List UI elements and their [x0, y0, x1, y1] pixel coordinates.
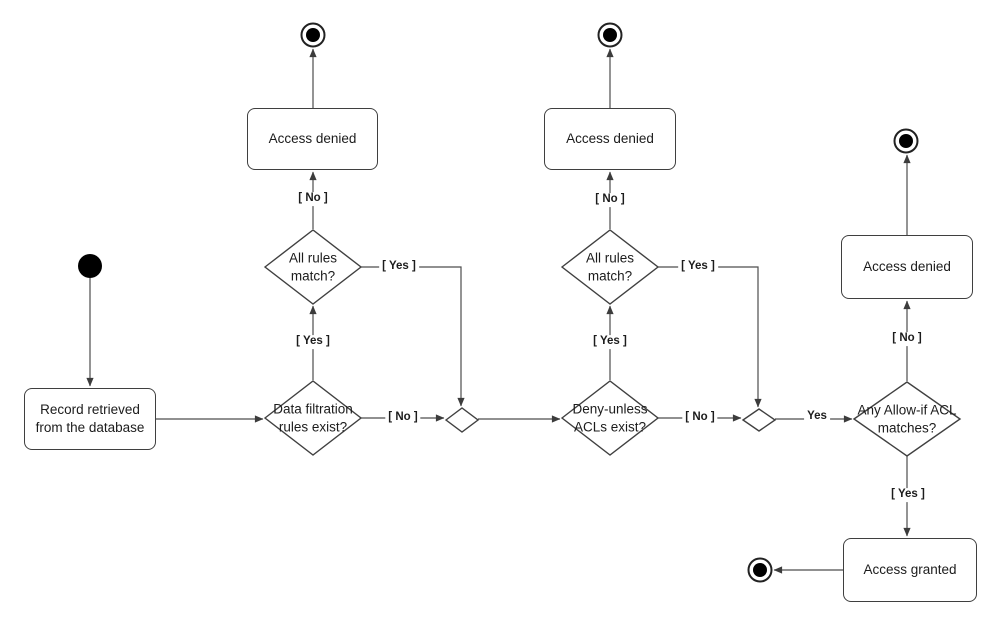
decision-all-rules-match-1-shape — [263, 229, 363, 305]
final-node-3 — [893, 128, 919, 154]
edge-label-allow-if-no: [ No ] — [889, 332, 925, 346]
edge-match2-yes-to-merge2 — [658, 266, 762, 408]
action-record-retrieved: Record retrieved from the database — [24, 388, 156, 450]
decision-all-rules-match-1-label: All rules match? — [288, 250, 337, 283]
action-access-denied-3: Access denied — [841, 235, 973, 299]
edge-label-filtration-no: [ No ] — [385, 411, 421, 425]
decision-all-rules-match-2-shape — [560, 229, 660, 305]
initial-node — [78, 254, 102, 278]
decision-data-filtration-shape — [263, 380, 363, 456]
edge-match1-yes-to-merge1 — [361, 266, 465, 407]
edge-label-match1-yes: [ Yes ] — [379, 260, 419, 274]
merge-node-2 — [741, 408, 777, 432]
final-node-2 — [597, 22, 623, 48]
edge-label-deny-unless-no: [ No ] — [682, 411, 718, 425]
merge-node-1 — [444, 407, 480, 433]
decision-any-allow-if-shape — [852, 381, 962, 457]
edge-label-allow-if-yes: [ Yes ] — [888, 488, 928, 502]
edge-label-match2-no: [ No ] — [592, 193, 628, 207]
edge-label-match1-no: [ No ] — [295, 192, 331, 206]
final-node-1 — [300, 22, 326, 48]
decision-data-filtration-label: Data filtration rules exist? — [273, 401, 353, 434]
edge-label-match2-yes: [ Yes ] — [678, 260, 718, 274]
action-access-denied-1: Access denied — [247, 108, 378, 170]
edge-label-merge2-yes: Yes — [804, 410, 830, 424]
decision-all-rules-match-2-label: All rules match? — [585, 250, 634, 283]
decision-deny-unless-shape — [560, 380, 660, 456]
edge-label-deny-unless-yes: [ Yes ] — [590, 335, 630, 349]
action-access-denied-2: Access denied — [544, 108, 676, 170]
action-access-granted: Access granted — [843, 538, 977, 602]
decision-any-allow-if-label: Any Allow-if ACL matches? — [857, 402, 957, 435]
decision-deny-unless-label: Deny-unless ACLs exist? — [572, 401, 648, 434]
final-node-4 — [747, 557, 773, 583]
edge-label-filtration-yes: [ Yes ] — [293, 335, 333, 349]
